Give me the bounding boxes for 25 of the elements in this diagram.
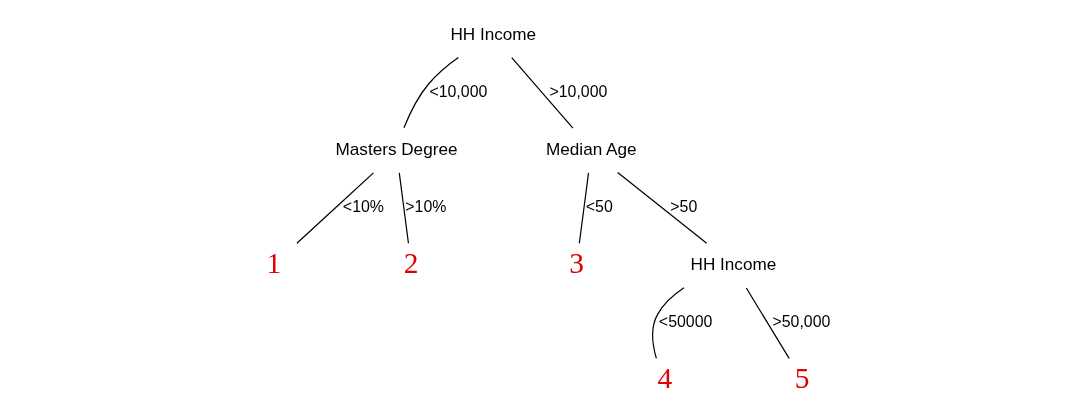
node-text: 1 xyxy=(266,247,281,280)
node-text: 2 xyxy=(403,247,419,280)
connector xyxy=(402,56,459,129)
node-text: Median Age xyxy=(545,138,637,159)
edge-label: >10,000 xyxy=(548,83,607,100)
node-text: 4 xyxy=(656,362,672,395)
edge-label: <50 xyxy=(585,198,613,216)
node-text: Masters Degree xyxy=(335,138,457,159)
node-text: HH Income xyxy=(690,254,776,275)
connector xyxy=(578,172,589,244)
connector xyxy=(295,172,374,244)
edge-label: <10,000 xyxy=(428,83,487,100)
node-text: 5 xyxy=(794,362,809,395)
edge-label: >50,000 xyxy=(771,313,830,331)
node-text: 3 xyxy=(568,247,584,280)
connector xyxy=(745,287,790,360)
node-text: HH Income xyxy=(449,23,536,44)
connector xyxy=(616,171,707,244)
connector xyxy=(510,57,574,129)
edge-label: >50 xyxy=(669,198,697,216)
edge-label: <50000 xyxy=(658,313,712,331)
edge-label: <10% xyxy=(342,198,384,216)
edge-label: >10% xyxy=(404,198,446,216)
connector xyxy=(651,287,685,359)
connector xyxy=(398,172,409,244)
